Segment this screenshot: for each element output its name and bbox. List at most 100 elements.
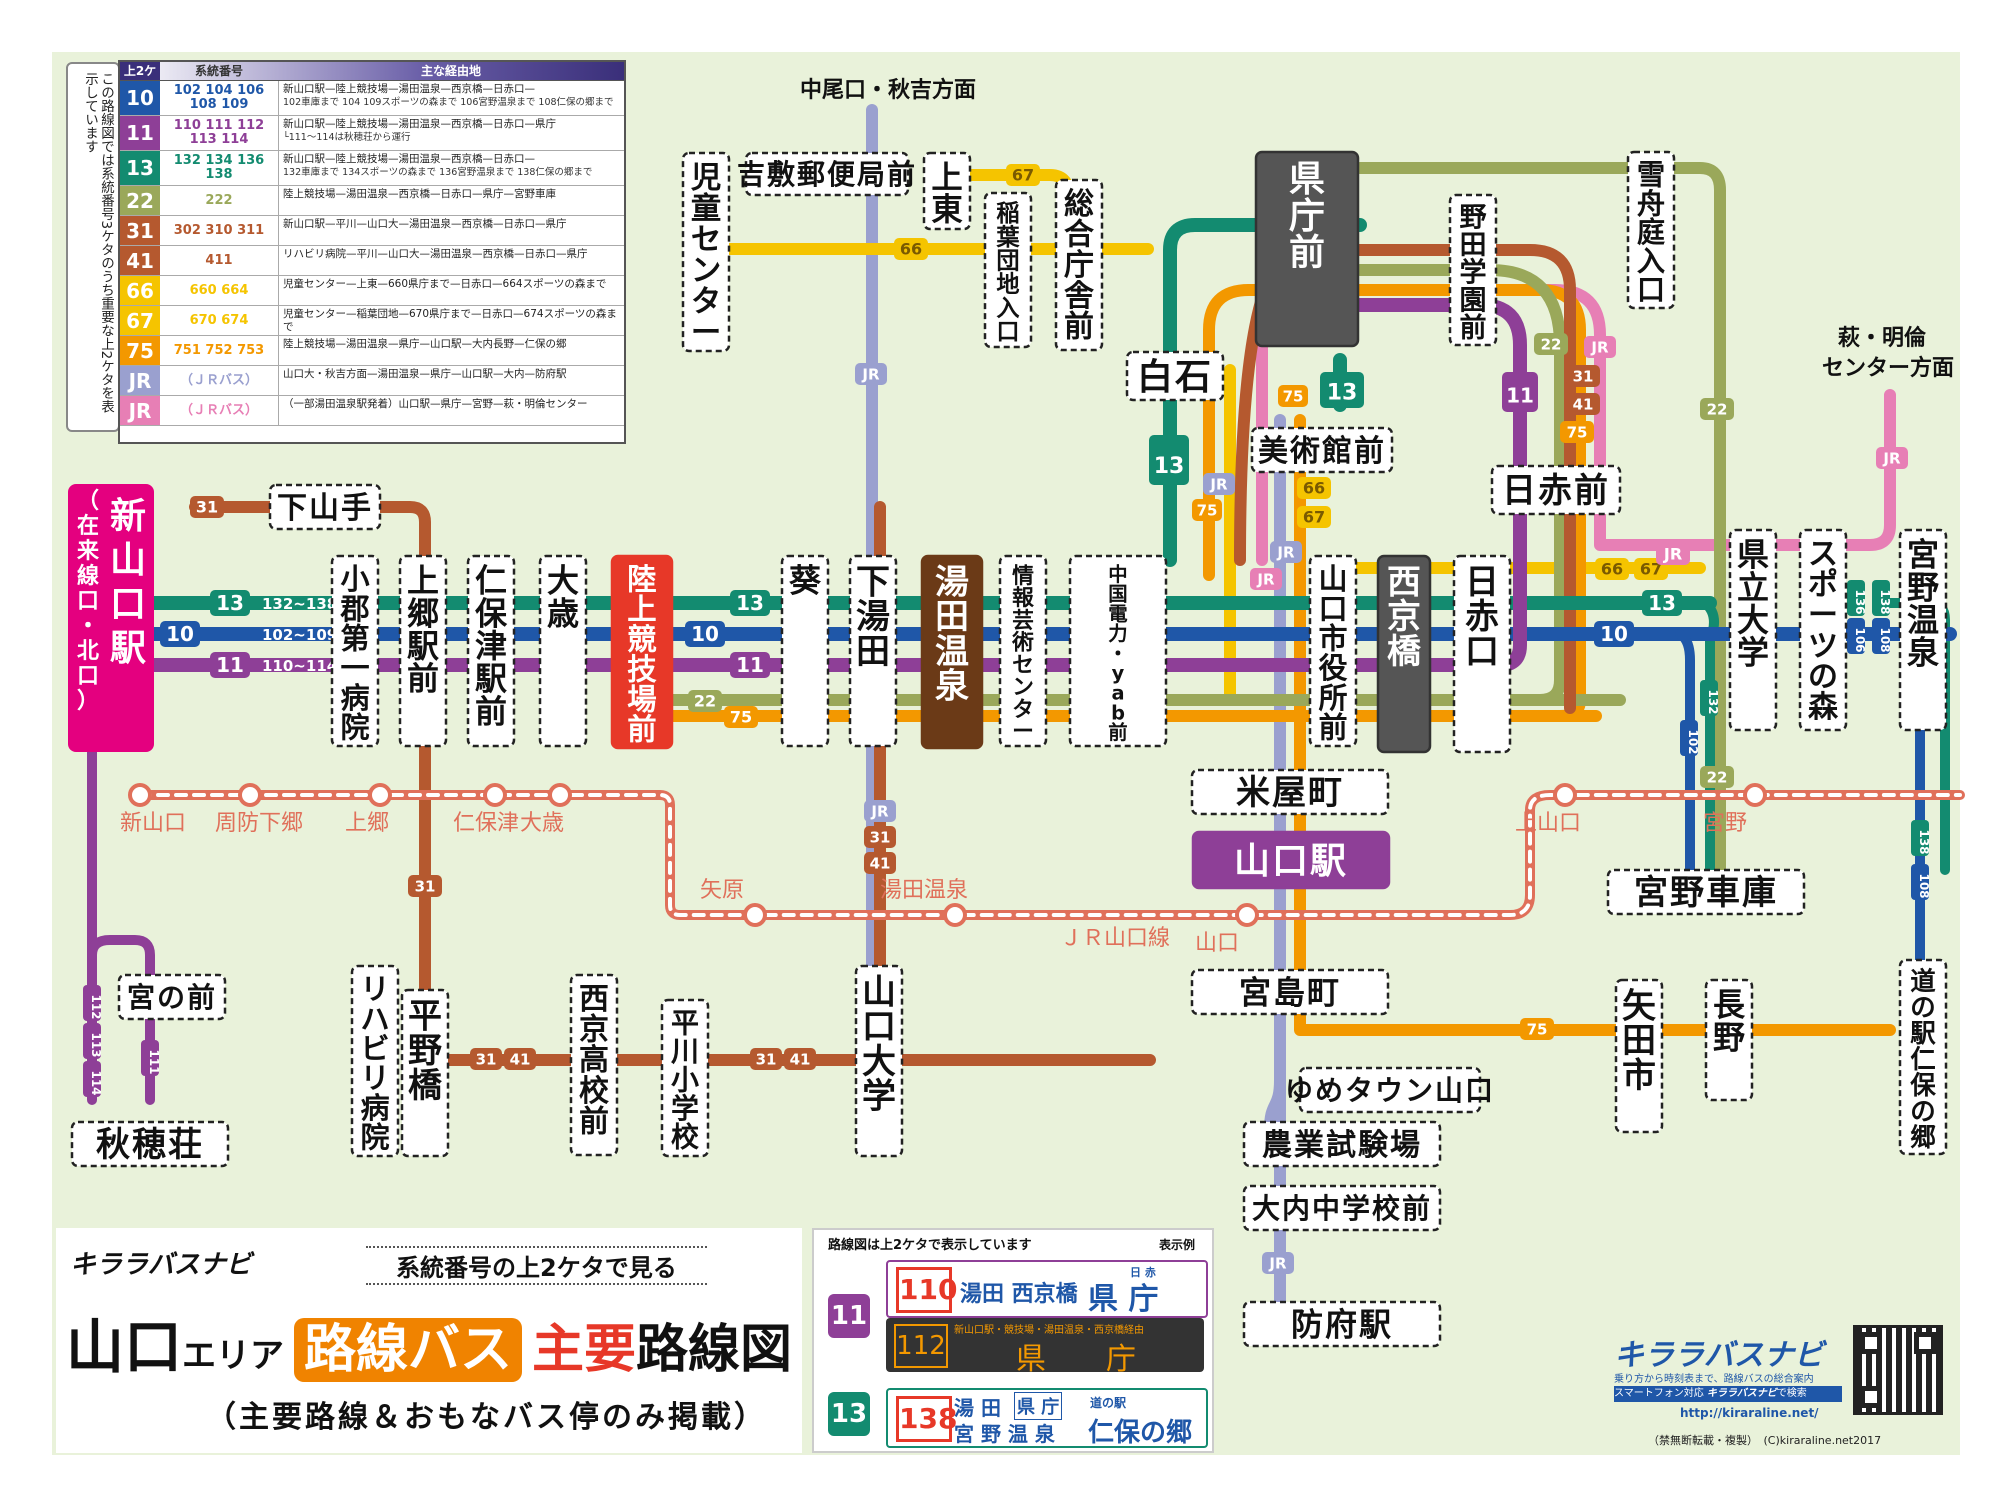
jr-line-name: ＪＲ山口線 (1060, 926, 1170, 951)
stop-yoshiki: 吉敷郵便局前 (737, 151, 917, 197)
svg-text:JR: JR (1268, 1255, 1287, 1273)
jr-station-label: 宮野 (1703, 811, 1747, 836)
example-badge-13: 13 (828, 1392, 870, 1436)
jr-station-label: 矢原 (700, 878, 744, 903)
route-number-badge: 136 (1847, 580, 1867, 616)
stop-shimoyuda: 下湯田 (848, 554, 898, 748)
svg-text:108: 108 (1917, 873, 1931, 898)
stop-label: 大歳 (547, 562, 579, 633)
stop-shimoyamate: 下山手 (268, 483, 382, 531)
route-badge: 41 (864, 852, 896, 874)
jr-station-label: 大歳 (520, 811, 564, 836)
svg-text:75: 75 (1283, 388, 1304, 406)
route-badge: 31 (408, 875, 442, 897)
stop-jido: 児童センター (681, 151, 731, 353)
svg-text:41: 41 (510, 1051, 531, 1069)
stop-kamigo: 上郷駅前 (398, 554, 448, 748)
legend-via-cell: 山口大・秋吉方面—湯田温泉—県庁—山口駅—大内—防府駅 (279, 366, 624, 395)
svg-text:JR: JR (1663, 545, 1682, 564)
route-badge: 13 (730, 590, 770, 616)
svg-text:31: 31 (756, 1051, 777, 1069)
route-badge: 75 (1560, 421, 1594, 443)
stop-label: 宮野温泉 (1907, 536, 1939, 672)
stop-label: 防府駅 (1291, 1306, 1393, 1344)
stop-nagano: 長野 (1704, 978, 1754, 1102)
example-num-110: 110 (896, 1267, 957, 1313)
legend-code: 66 (120, 276, 160, 305)
stop-label: 道の駅仁保の郷 (1909, 967, 1936, 1153)
stop-box (569, 973, 619, 1157)
direction-northeast: 萩・明倫センター方面 (1822, 325, 1954, 381)
side-note: この路線図では系統番号3ケタのうち重要な上2ケタを表示しています (66, 62, 120, 432)
svg-text:102: 102 (1686, 729, 1700, 754)
title-main3: 路線図 (636, 1320, 793, 1380)
footer-panel: キララバスナビ 乗り方から時刻表まで、路線バスの総合案内 スマートフォン対応 キ… (1610, 1325, 1960, 1453)
legend-header-numbers: 系統番号 (194, 64, 243, 78)
route-badge: 22 (1700, 398, 1734, 420)
example-via1-138: 湯 田 (954, 1396, 1001, 1420)
jr-yamaguchi-line-dash (138, 793, 1962, 917)
stop-label: 美術館前 (1258, 434, 1386, 469)
route-badge: 13 (1320, 372, 1364, 408)
jr-station-marker (743, 903, 767, 927)
route-badge: 75 (1278, 385, 1308, 407)
svg-text:13: 13 (1648, 591, 1676, 615)
stop-label: 吉敷郵便局前 (737, 158, 917, 191)
route-badge: 31 (190, 496, 224, 518)
stop-label: 平川小学校 (671, 1006, 699, 1153)
route-13-shiroishi (1163, 218, 1367, 567)
stop-box (983, 191, 1033, 349)
example-num-112: 112 (894, 1324, 948, 1368)
stop-box (1298, 1066, 1482, 1114)
brand-logo: キララバスナビ (70, 1250, 252, 1280)
svg-text:75: 75 (730, 708, 752, 727)
svg-text:JR: JR (861, 366, 880, 384)
legend-via-cell: 児童センター—稲葉団地—670県庁まで—日赤口—674スポーツの森まで (279, 306, 624, 335)
footer-url[interactable]: http://kiraraline.net/ (1680, 1406, 1819, 1420)
stop-shin-yamaguchi: 新山口駅（在来線口・北口） (68, 484, 154, 752)
svg-text:JR: JR (1256, 571, 1275, 589)
stop-hiranobashi: 平野橋 (400, 988, 450, 1158)
svg-text:22: 22 (694, 692, 716, 711)
footer-tag2c: で検索 (1776, 1388, 1807, 1399)
example-dest-112: 県 庁 (1016, 1342, 1136, 1377)
example-sign-112: 112 新山口駅・競技場・湯田温泉・西京橋経由 県 庁 (886, 1318, 1204, 1377)
stop-ouchi: 大内中学校前 (1242, 1184, 1442, 1232)
stop-label: スポーツの森 (1808, 537, 1839, 725)
route-badge: 22 (1534, 333, 1568, 355)
stop-box (1376, 554, 1432, 754)
stop-label: 陸上競技場前 (627, 563, 657, 747)
legend-code: 67 (120, 306, 160, 335)
route-75-south-east (1294, 414, 1896, 1036)
stop-box (854, 964, 904, 1158)
stop-label: 矢田市 (1622, 986, 1656, 1095)
stop-box (1798, 528, 1848, 732)
stop-label: 児童センター (691, 160, 721, 350)
stop-box (681, 151, 731, 353)
jr-station-label: 仁保津 (453, 811, 519, 836)
svg-text:31: 31 (415, 878, 436, 896)
title-note: （主要路線＆おもなバス停のみ掲載） (206, 1400, 767, 1435)
route-range-label: 102~109 (262, 626, 337, 644)
route-badge: 10 (685, 621, 725, 647)
stop-label: 宮の前 (127, 981, 217, 1014)
stop-sports: スポーツの森 (1798, 528, 1848, 732)
example-sign-110: 110 湯田 西京橋 日 赤 県 庁 (886, 1260, 1208, 1318)
stop-miyanomae: 宮の前 (117, 973, 227, 1021)
legend-table: 上2ケタ系統番号主な経由地10102 104 106 108 109新山口駅—陸… (118, 60, 626, 444)
stop-label: 上東 (931, 160, 963, 228)
footer-tag2-box: スマートフォン対応 キララバスナビで検索 (1614, 1386, 1842, 1402)
legend-via: 新山口駅—陸上競技場—湯田温泉—西京橋—日赤口— (283, 153, 535, 165)
route-badge: JR (1584, 336, 1616, 358)
route-badge: 75 (724, 706, 758, 728)
legend-via: 児童センター—上東—660県庁まで—日赤口—664スポーツの森まで (283, 278, 607, 290)
stop-kenritsu: 県立大学 (1728, 528, 1778, 732)
legend-numbers: 102 104 106 108 109 (160, 81, 279, 115)
jr-stations: 新山口周防下郷上郷仁保津大歳矢原湯田温泉山口上山口宮野 (120, 783, 1767, 956)
svg-text:136: 136 (1853, 589, 1867, 614)
legend-header-via: 主な経由地 (420, 64, 481, 78)
legend-row: JR（ＪＲバス）（一部湯田温泉駅発着）山口駅—県庁—宮野—萩・明倫センター (120, 396, 624, 426)
route-badge: 31 (750, 1048, 782, 1070)
